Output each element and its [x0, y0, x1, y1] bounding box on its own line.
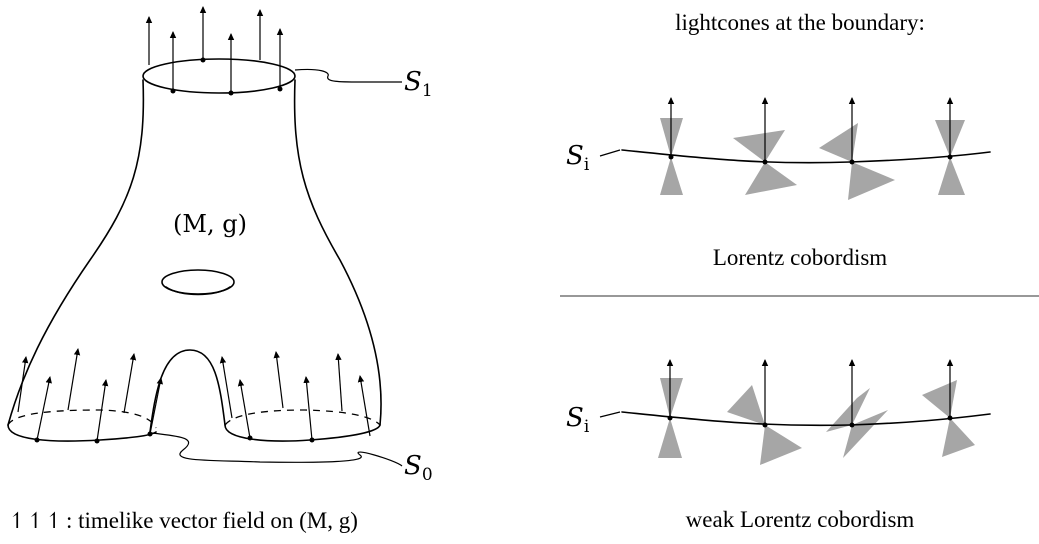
boundary-dot: [849, 422, 855, 428]
legend-text: : timelike vector field on (M, g): [66, 508, 358, 533]
label-tick: [599, 411, 621, 418]
lightcone-upper: [922, 380, 957, 418]
cobordism-surface: [7, 58, 382, 442]
bottom-right-vector-field: [219, 351, 371, 443]
s1-leader-line: [294, 68, 402, 83]
lightcone-lower: [658, 418, 682, 458]
si-label-top: Si: [566, 141, 590, 175]
vector-arrow: [36, 376, 52, 441]
bottom-right-ellipse-back: [224, 409, 381, 426]
lightcone-upper: [819, 123, 858, 162]
boundary-curve: [621, 149, 991, 164]
handle-hole-rim: [165, 286, 231, 296]
lightcone-lower: [938, 157, 965, 195]
si-label-bottom: Si: [566, 403, 590, 437]
vector-arrow: [96, 379, 109, 442]
lightcone-lower: [660, 157, 683, 195]
manifold-label: (M, g): [173, 210, 247, 238]
lightcone-lower: [745, 162, 797, 195]
boundary-dot: [200, 57, 206, 63]
vector-arrow: [237, 379, 251, 439]
vector-arrow: [357, 375, 371, 437]
top-boundary-ellipse: [142, 58, 296, 94]
boundary-dot: [170, 88, 176, 94]
lightcone-upper: [733, 130, 785, 162]
lightcone-lower: [942, 418, 975, 457]
lightcones-heading: lightcones at the boundary:: [675, 10, 925, 35]
boundary-dot: [667, 415, 673, 421]
boundary-dot: [762, 422, 768, 428]
boundary-dot: [277, 86, 283, 92]
vector-arrow: [17, 356, 29, 413]
boundary-dot: [947, 154, 953, 160]
lightcone-lower: [760, 425, 802, 465]
vector-arrow: [123, 353, 137, 414]
boundary-dot: [947, 415, 953, 421]
lorentz-cobordism-diagram: Si: [566, 97, 991, 200]
lightcone-upper: [660, 378, 683, 418]
boundary-dot: [762, 159, 768, 165]
vector-arrow: [303, 376, 313, 441]
vector-arrow: [219, 356, 233, 419]
weak-lorentz-cobordism-diagram: Si: [566, 359, 991, 465]
s0-label: S0: [404, 451, 433, 485]
bottom-left-ellipse-front: [7, 424, 157, 442]
vector-arrow: [149, 377, 163, 435]
vector-arrow: [273, 351, 284, 409]
boundary-dot: [34, 437, 40, 443]
boundary-dot: [94, 438, 100, 444]
boundary-dot: [668, 154, 674, 160]
s0-leader-line: [151, 432, 403, 467]
inner-arch: [149, 349, 226, 433]
bottom-left-ellipse-back: [7, 409, 157, 429]
lightcone-upper: [826, 388, 870, 432]
top-vector-field: [145, 6, 284, 96]
lightcone-upper: [727, 385, 765, 425]
boundary-dot: [247, 435, 253, 441]
boundary-dot: [147, 431, 153, 437]
left-outer-wall: [7, 79, 145, 426]
vector-arrow: [335, 353, 343, 412]
right-outer-wall: [293, 79, 382, 426]
boundary-curve: [621, 411, 991, 427]
vector-arrow: [67, 348, 81, 411]
boundary-dot: [849, 159, 855, 165]
lorentz-cobordism-caption: Lorentz cobordism: [713, 245, 887, 270]
legend-symbol: ↿↿↿: [8, 509, 63, 534]
bottom-left-vector-field: [17, 348, 163, 444]
lightcone-lower: [848, 162, 895, 200]
s1-label: S1: [404, 67, 433, 101]
boundary-dot: [228, 90, 234, 96]
label-tick: [599, 149, 621, 157]
boundary-dot: [309, 437, 315, 443]
lightcone-lower: [843, 410, 888, 458]
weak-lorentz-cobordism-caption: weak Lorentz cobordism: [686, 507, 915, 532]
